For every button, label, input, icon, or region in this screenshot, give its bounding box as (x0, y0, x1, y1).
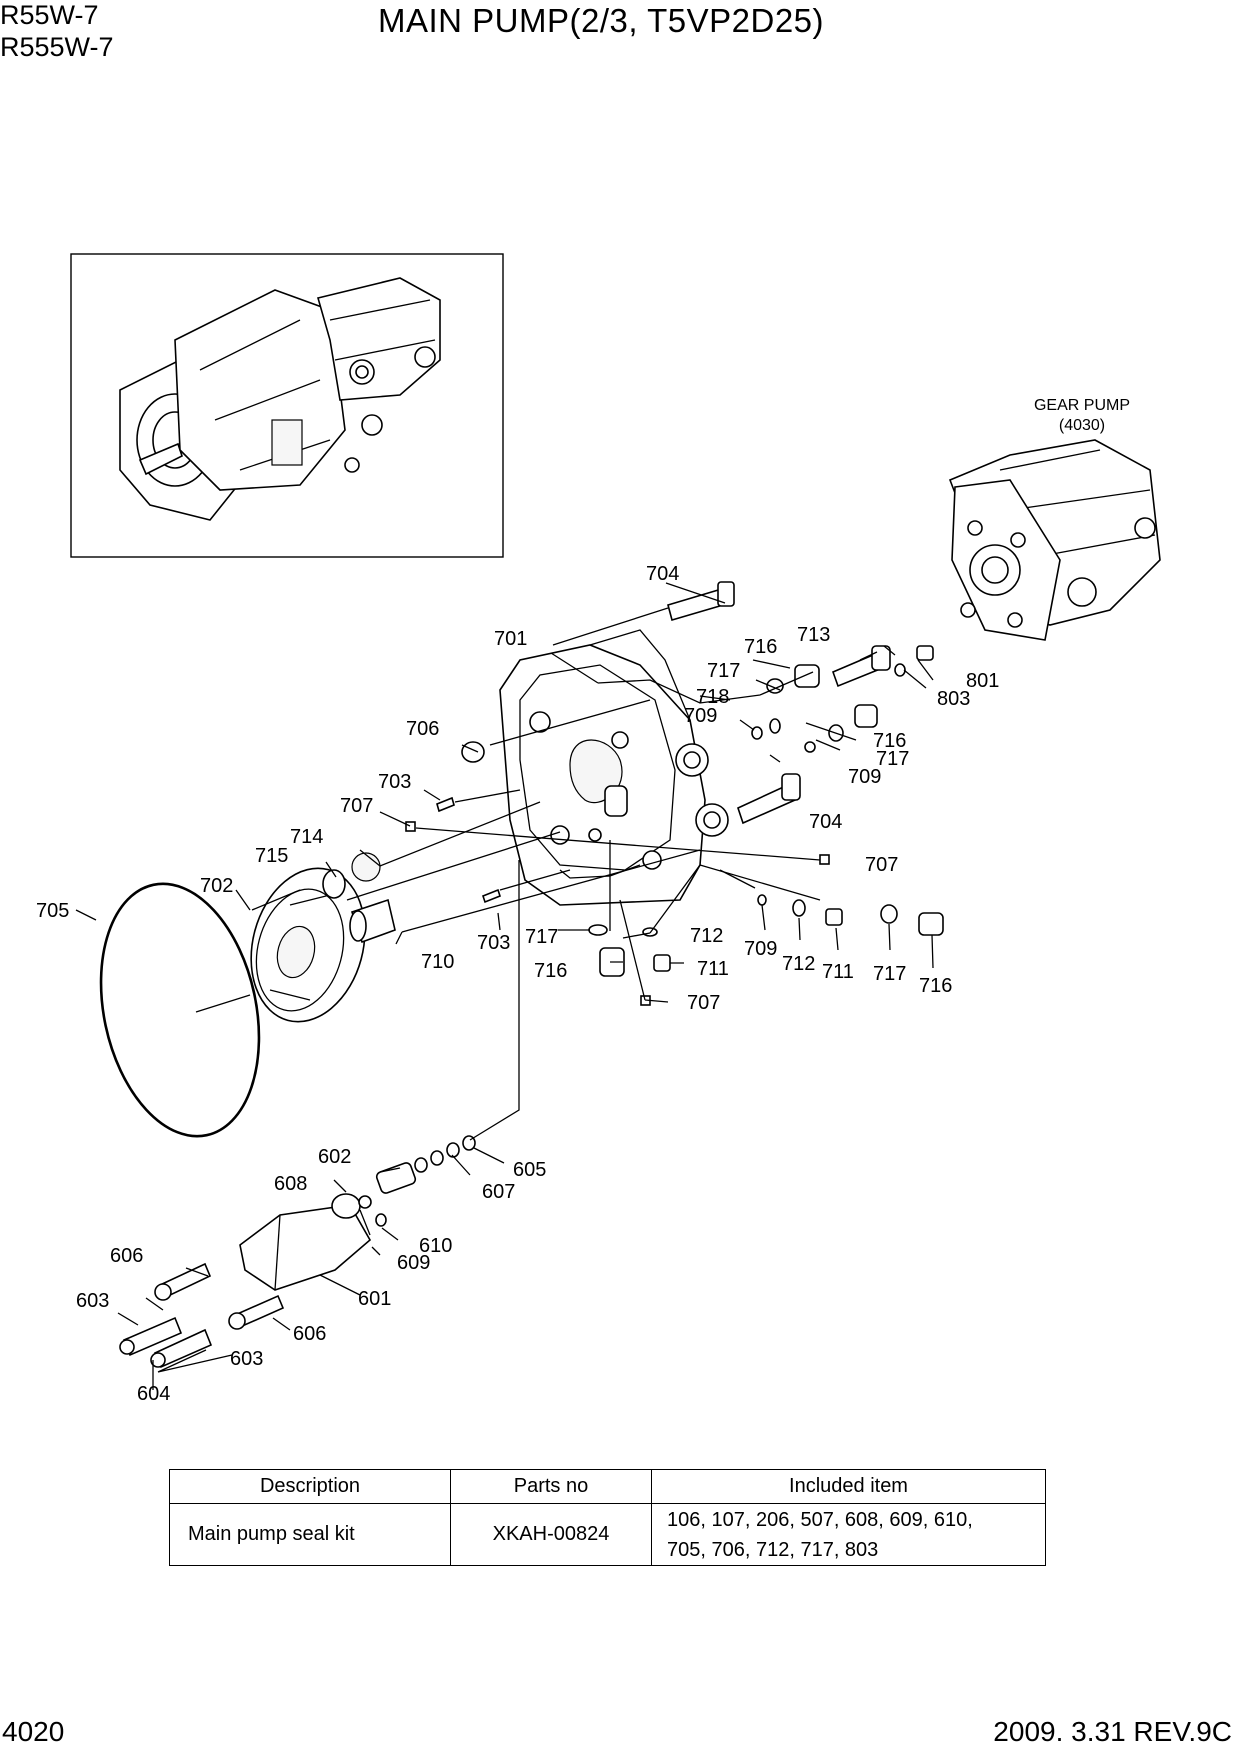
seal-kit-table: Description Parts no Included item Main … (169, 1469, 1046, 1566)
gear-pump: GEAR PUMP (4030) (948, 397, 1161, 641)
model-name-1: R55W-7 (0, 0, 99, 30)
callout-label: 707 (865, 854, 898, 876)
callout-label: 604 (137, 1383, 170, 1405)
port-block-701 (499, 629, 729, 906)
kit-parts-no: XKAH-00824 (450, 1503, 652, 1566)
column-header-parts-no: Parts no (450, 1469, 652, 1504)
callout-label: 609 (397, 1252, 430, 1274)
callout-label: 715 (255, 845, 288, 867)
callout-label: 717 (707, 660, 740, 682)
table-row: Main pump seal kit XKAH-00824 106, 107, … (169, 1503, 1046, 1566)
callout-label: 704 (809, 811, 842, 833)
callout-label: 711 (697, 958, 729, 980)
callout-label: 718 (696, 686, 729, 708)
included-items-line-1: 106, 107, 206, 507, 608, 609, 610, (667, 1508, 973, 1531)
gear-pump-label: GEAR PUMP (1034, 397, 1130, 414)
callout-label: 716 (873, 730, 906, 752)
column-header-description: Description (169, 1469, 451, 1504)
callout-label: 603 (230, 1348, 263, 1370)
model-name-2: R555W-7 (0, 32, 114, 62)
valve-plate-702 (250, 867, 366, 1023)
callout-label: 705 (36, 900, 69, 922)
page-title: MAIN PUMP(2/3, T5VP2D25) (378, 2, 825, 39)
callout-label: 601 (358, 1288, 391, 1310)
callout-label: 803 (937, 688, 970, 710)
callout-label: 716 (744, 636, 777, 658)
callout-label: 716 (919, 975, 952, 997)
callout-label: 608 (274, 1173, 307, 1195)
callout-label: 707 (340, 795, 373, 817)
o-ring-705 (99, 882, 261, 1138)
kit-description: Main pump seal kit (169, 1503, 451, 1566)
revision-date: 2009. 3.31 REV.9C (993, 1716, 1232, 1747)
callout-label: 801 (966, 670, 999, 692)
overview-inset (70, 253, 504, 558)
callout-label: 701 (494, 628, 527, 650)
callout-label: 709 (848, 766, 881, 788)
callout-label: 709 (684, 705, 717, 727)
leader-lines (75, 582, 934, 1390)
callout-label: 606 (110, 1245, 143, 1267)
callout-label: 712 (782, 953, 815, 975)
callout-label: 703 (477, 932, 510, 954)
callout-label: 717 (873, 963, 906, 985)
gear-pump-reference: (4030) (1059, 417, 1105, 434)
kit-included-items: 106, 107, 206, 507, 608, 609, 610, 705, … (651, 1503, 1046, 1566)
callout-label: 605 (513, 1159, 546, 1181)
callout-label: 702 (200, 875, 233, 897)
callout-label: 717 (525, 926, 558, 948)
callout-label: 710 (421, 951, 454, 973)
callout-label: 713 (797, 624, 830, 646)
callout-labels: 704 701 716 713 717 801 803 718 709 706 … (36, 563, 999, 1405)
callout-label: 603 (76, 1290, 109, 1312)
callout-label: 716 (534, 960, 567, 982)
callout-label: 610 (419, 1235, 452, 1257)
callout-label: 706 (406, 718, 439, 740)
callout-label: 711 (822, 961, 854, 983)
callout-label: 606 (293, 1323, 326, 1345)
page-number: 4020 (2, 1716, 65, 1747)
table-header-row: Description Parts no Included item (169, 1469, 1046, 1504)
callout-label: 703 (378, 771, 411, 793)
callout-label: 607 (482, 1181, 515, 1203)
callout-label: 709 (744, 938, 777, 960)
callout-label: 707 (687, 992, 720, 1014)
included-items-line-2: 705, 706, 712, 717, 803 (667, 1538, 879, 1561)
small-parts (322, 581, 944, 1006)
callout-label: 714 (290, 826, 323, 848)
callout-label: 712 (690, 925, 723, 947)
callout-label: 717 (876, 748, 909, 770)
callout-label: 704 (646, 563, 679, 585)
assembled-pump-illustration (119, 277, 441, 521)
callout-label: 602 (318, 1146, 351, 1168)
column-header-included-item: Included item (651, 1469, 1046, 1504)
